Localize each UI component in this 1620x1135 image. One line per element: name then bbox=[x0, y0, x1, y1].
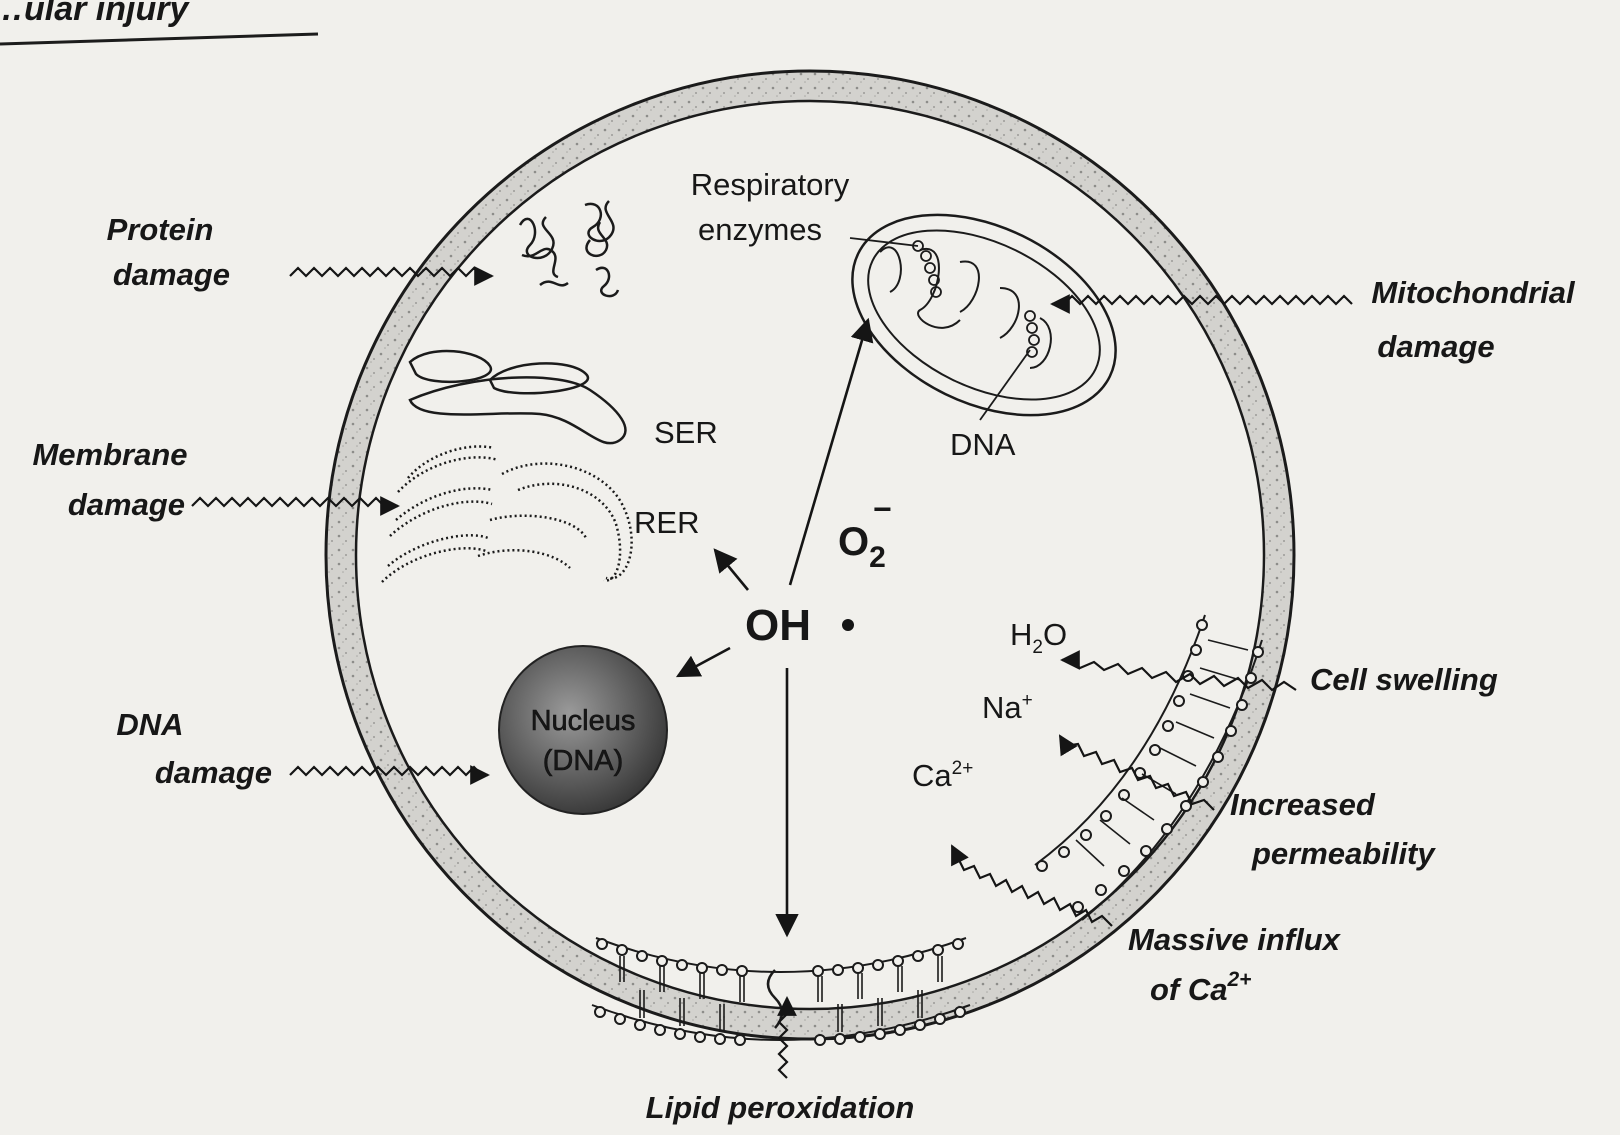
header-script-text: …ular injury bbox=[0, 0, 190, 28]
nucleus: Nucleus (DNA) bbox=[499, 646, 667, 814]
nucleus-dna-label: (DNA) bbox=[543, 745, 624, 777]
mitochondrial-damage-label-1: Mitochondrial bbox=[1371, 275, 1576, 310]
membrane-damage-label-1: Membrane bbox=[32, 437, 187, 472]
header-underline bbox=[0, 34, 318, 44]
ca-charge: 2+ bbox=[952, 758, 974, 779]
mitochondrial-damage-label-2: damage bbox=[1377, 329, 1494, 364]
h2o-sub: 2 bbox=[1032, 637, 1043, 658]
ser-label: SER bbox=[654, 415, 718, 450]
radical-dot bbox=[842, 619, 854, 631]
na-symbol: Na bbox=[982, 690, 1022, 725]
protein-damage-label-2: damage bbox=[113, 257, 230, 292]
mito-dna-label: DNA bbox=[950, 427, 1016, 462]
oh-label: OH bbox=[745, 601, 811, 650]
h2o-h: H bbox=[1010, 617, 1032, 652]
dna-damage-label-2: damage bbox=[155, 755, 272, 790]
superoxide-charge: − bbox=[873, 491, 892, 527]
superoxide-o: O bbox=[838, 520, 869, 564]
header-script: …ular injury bbox=[0, 0, 318, 44]
massive-influx-label-2: of Ca2+ bbox=[1150, 968, 1251, 1007]
respiratory-label-2: enzymes bbox=[698, 212, 822, 247]
massive-influx-of-ca: of Ca bbox=[1150, 972, 1228, 1007]
rer-label: RER bbox=[634, 505, 699, 540]
cell-swelling-label: Cell swelling bbox=[1310, 662, 1498, 697]
massive-influx-charge: 2+ bbox=[1227, 968, 1252, 991]
nucleus-label: Nucleus bbox=[531, 705, 636, 737]
massive-influx-label-1: Massive influx bbox=[1128, 922, 1342, 957]
increased-permeability-label-2: permeability bbox=[1251, 836, 1436, 871]
na-charge: + bbox=[1022, 690, 1033, 711]
membrane-damage-label-2: damage bbox=[68, 487, 185, 522]
protein-damage-label-1: Protein bbox=[107, 212, 214, 247]
superoxide-sub: 2 bbox=[869, 541, 886, 574]
increased-permeability-label-1: Increased bbox=[1230, 787, 1376, 822]
lipid-peroxidation-label: Lipid peroxidation bbox=[646, 1090, 915, 1125]
dna-damage-label-1: DNA bbox=[116, 707, 183, 742]
ca-symbol: Ca bbox=[912, 758, 952, 793]
respiratory-label-1: Respiratory bbox=[691, 167, 850, 202]
h2o-o: O bbox=[1043, 617, 1067, 652]
